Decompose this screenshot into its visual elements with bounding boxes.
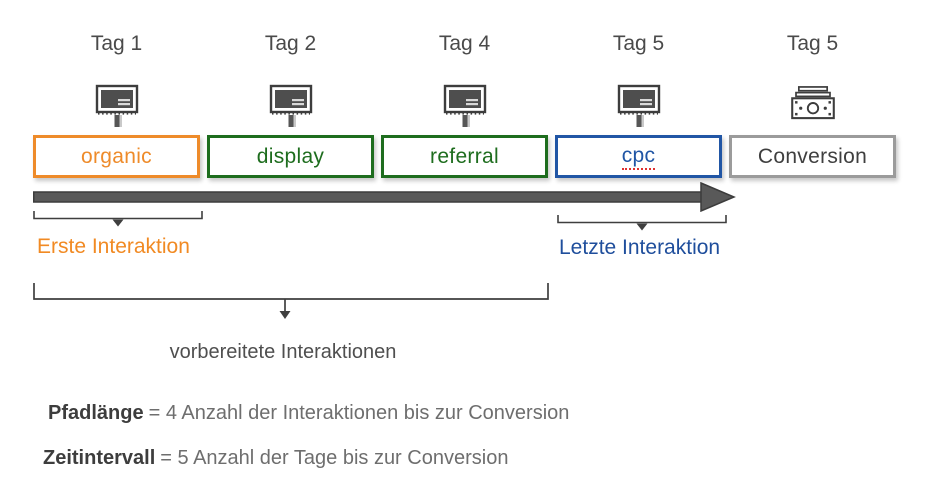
first-interaction-label: Erste Interaktion — [37, 235, 190, 258]
channel-label: display — [256, 144, 325, 168]
billboard-icon — [442, 84, 488, 128]
conversion-label: Conversion — [757, 144, 868, 168]
timeline-column-conversion: Tag 5 Conversion — [729, 0, 896, 200]
legend-time-interval: Zeitintervall= 5 Anzahl der Tage bis zur… — [43, 447, 508, 470]
money-bill-icon — [788, 86, 838, 120]
assisted-interactions-bracket — [33, 283, 549, 319]
legend-definition: = 4 Anzahl der Interaktionen bis zur Con… — [148, 402, 570, 424]
timeline-column-referral: Tag 4 referral — [381, 0, 548, 200]
billboard-icon — [94, 84, 140, 128]
day-label: Tag 5 — [786, 32, 839, 55]
last-interaction-bracket — [557, 215, 727, 231]
channel-label: referral — [430, 144, 499, 168]
channel-box-cpc: cpc — [555, 135, 722, 178]
legend-term: Zeitintervall — [43, 447, 156, 469]
timeline-column-organic: Tag 1 organic — [33, 0, 200, 200]
legend-term: Pfadlänge — [48, 402, 144, 424]
day-label: Tag 2 — [264, 32, 317, 55]
timeline-column-cpc: Tag 5 cpc — [555, 0, 722, 200]
conversion-box: Conversion — [729, 135, 896, 178]
channel-box-referral: referral — [381, 135, 548, 178]
billboard-icon — [616, 84, 662, 128]
day-label: Tag 5 — [612, 32, 665, 55]
channel-label: cpc — [621, 144, 656, 170]
channel-label: organic — [81, 144, 152, 168]
timeline-column-display: Tag 2 display — [207, 0, 374, 200]
channel-box-organic: organic — [33, 135, 200, 178]
legend-definition: = 5 Anzahl der Tage bis zur Conversion — [160, 447, 509, 469]
channel-box-display: display — [207, 135, 374, 178]
day-label: Tag 1 — [90, 32, 143, 55]
legend-path-length: Pfadlänge= 4 Anzahl der Interaktionen bi… — [48, 402, 569, 425]
billboard-icon — [268, 84, 314, 128]
last-interaction-label: Letzte Interaktion — [559, 236, 721, 259]
day-label: Tag 4 — [438, 32, 491, 55]
first-interaction-bracket — [33, 211, 203, 227]
assisted-interactions-label: vorbereitete Interaktionen — [169, 341, 397, 363]
timeline-arrow — [33, 182, 736, 212]
